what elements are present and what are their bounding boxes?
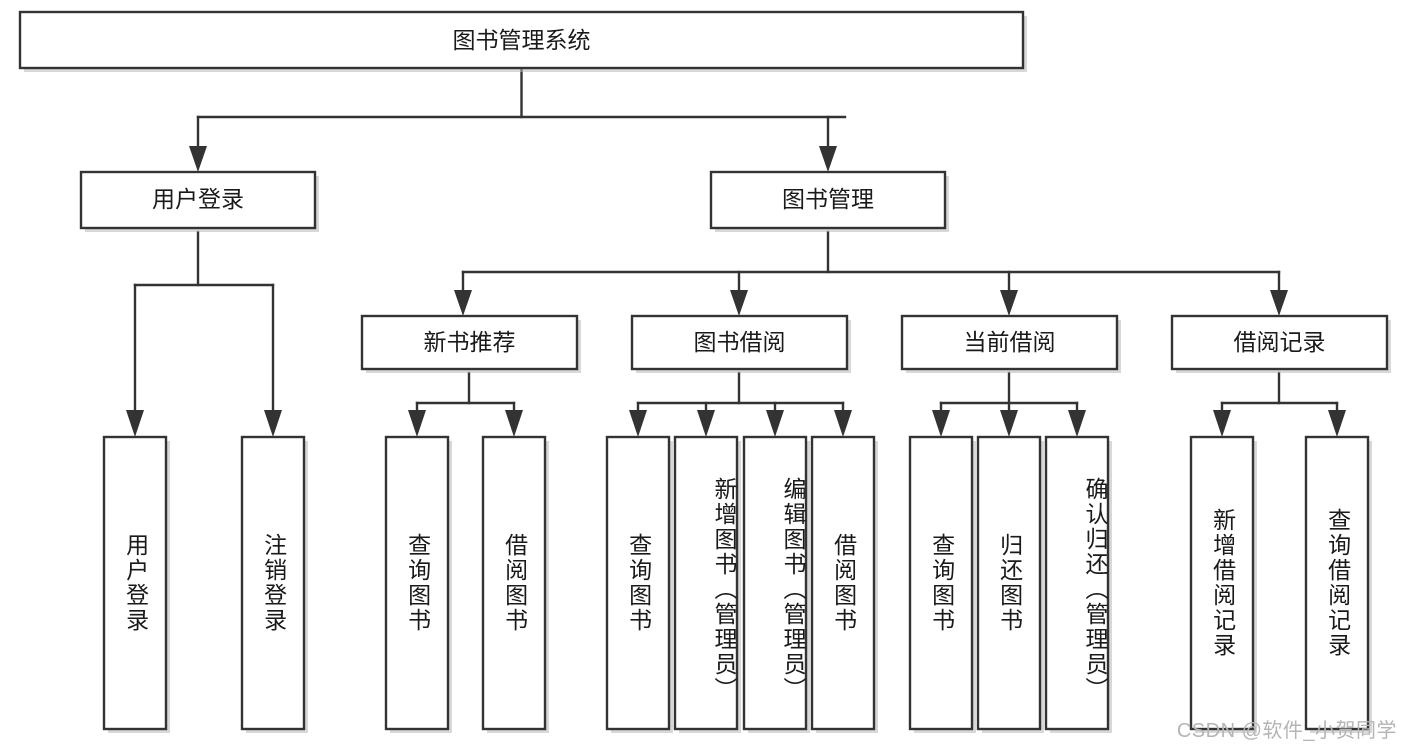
root-node-box[interactable] [18,10,1025,70]
leaf-return-book-box[interactable] [976,435,1042,731]
arrow-leaf-bb-1 [697,410,715,437]
arrow-leaf-nbr-0 [408,410,426,437]
arrow-leaf-cb-0 [932,410,950,437]
arrow-leaf-bb-3 [834,410,852,437]
leaf-query-record-box[interactable] [1304,435,1370,731]
arrow-user-login [189,146,207,172]
arrow-leaf-ul-1 [264,410,282,437]
arrow-leaf-cb-1 [1000,410,1018,437]
arrow-leaf-nbr-1 [505,410,523,437]
arrow-l3-1 [730,290,748,316]
arrow-l3-0 [454,290,472,316]
arrow-leaf-bb-2 [766,410,784,437]
leaf-add-record-box[interactable] [1189,435,1255,731]
level3-node-borrow-record-box[interactable] [1170,314,1389,371]
level3-node-current-borrow-label: 当前借阅 [964,329,1056,355]
level2-node-book-manage-label: 图书管理 [782,186,874,212]
leaf-query-book-nbr-box[interactable] [384,435,450,731]
arrow-leaf-bb-0 [629,410,647,437]
arrow-leaf-ul-0 [126,410,144,437]
arrow-l3-2 [1000,290,1018,316]
arrow-leaf-cb-2 [1068,410,1086,437]
level3-node-book-borrow-box[interactable] [630,314,849,371]
level2-node-user-login-label: 用户登录 [152,186,244,212]
leaf-query-book-bb-box[interactable] [605,435,671,731]
arrow-leaf-br-0 [1213,410,1231,437]
root-node-label: 图书管理系统 [453,27,591,53]
leaf-borrow-book-bb-box[interactable] [810,435,876,731]
arrow-book-manage [819,146,837,172]
csdn-watermark: CSDN @软件_小贺同学 [1176,720,1397,742]
arrow-leaf-br-1 [1328,410,1346,437]
level3-node-current-borrow-box[interactable] [900,314,1119,371]
leaf-edit-book-box[interactable] [742,435,808,731]
level3-node-book-borrow-label: 图书借阅 [694,329,786,355]
box-layer: 图书管理系统 用户登录 图书管理 新书推荐 图书借阅 当前借阅 借阅记录 [18,10,1391,733]
arrow-l3-3 [1270,290,1288,316]
leaf-logout-box[interactable] [240,435,306,731]
level2-node-user-login-box[interactable] [79,170,317,230]
level2-node-book-manage-box[interactable] [709,170,947,230]
leaf-confirm-return-box[interactable] [1044,435,1110,731]
level3-node-borrow-record-label: 借阅记录 [1234,329,1326,355]
leaf-add-book-box[interactable] [673,435,739,731]
leaf-query-book-cb-box[interactable] [908,435,974,731]
leaf-borrow-book-nbr-box[interactable] [481,435,547,731]
connector-layer [126,66,1346,437]
level3-node-new-book-label: 新书推荐 [424,329,516,355]
level3-node-new-book-box[interactable] [360,314,579,371]
leaf-user-login-box[interactable] [102,435,168,731]
